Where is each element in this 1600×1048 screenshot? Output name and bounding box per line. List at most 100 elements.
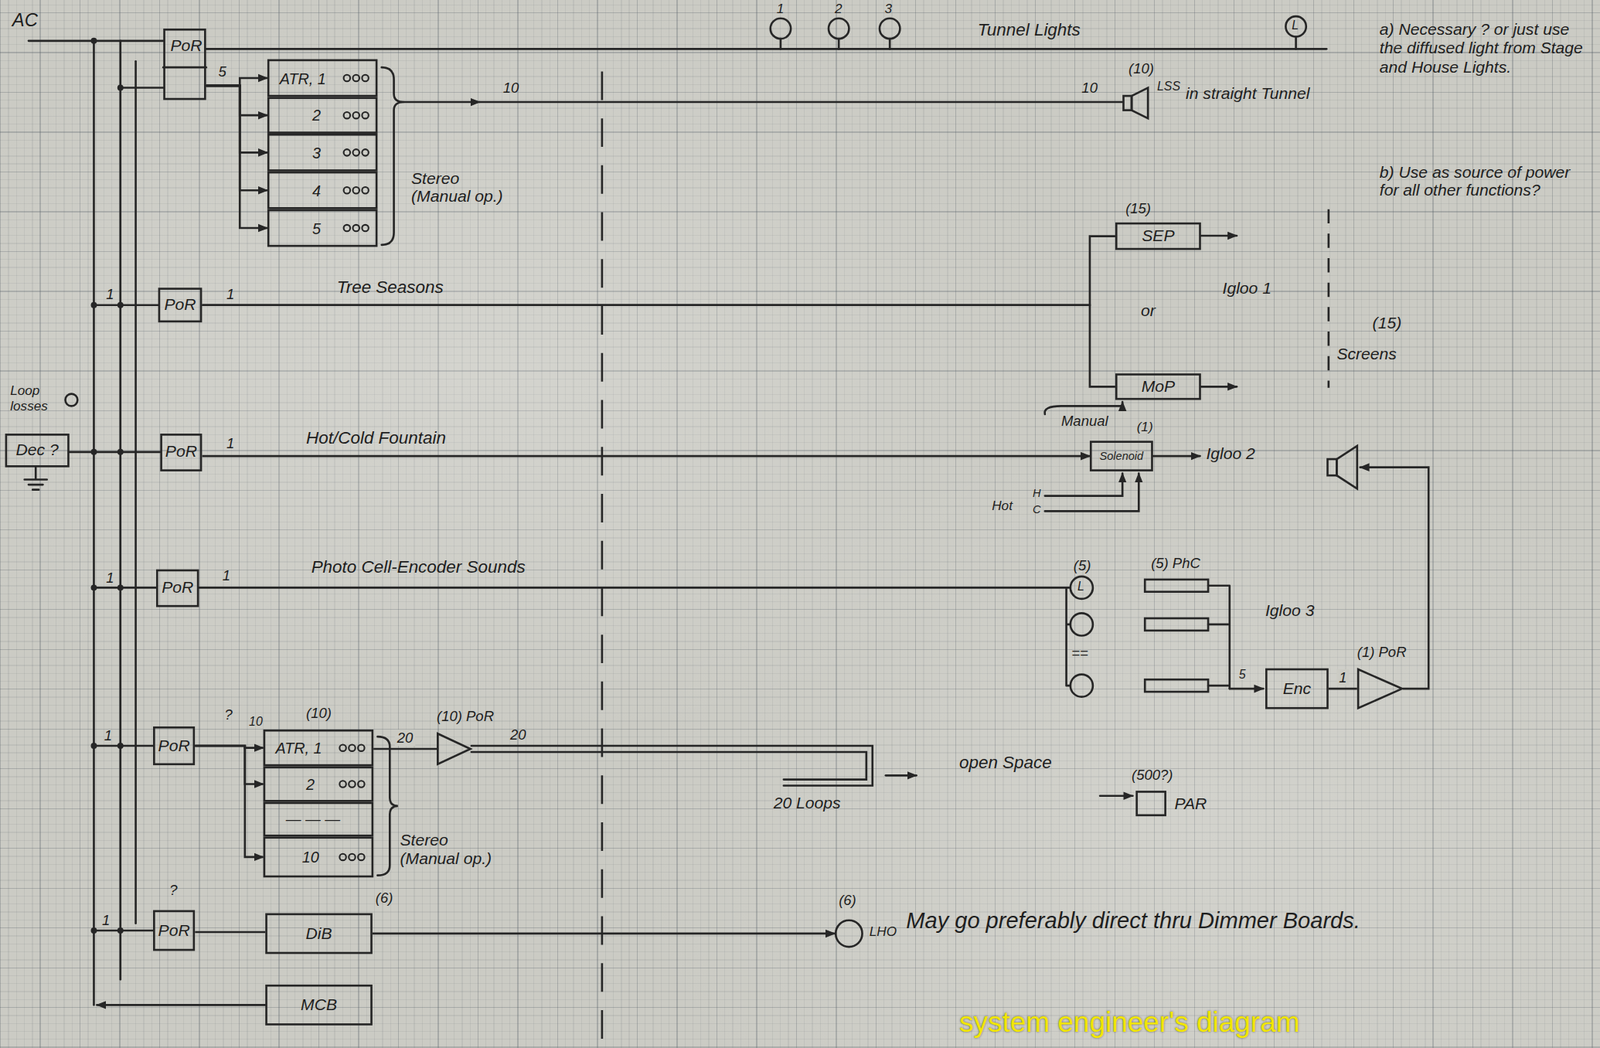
process-box: DiB xyxy=(265,913,373,955)
node-text: PoR xyxy=(165,442,198,462)
annotation-label: Hot/Cold Fountain xyxy=(306,428,446,449)
loudspeaker-node: (10)LSSin straight Tunnel xyxy=(1122,86,1149,120)
speaker-cone xyxy=(1131,88,1148,120)
annotation-label: ? xyxy=(224,706,232,723)
node-text: PAR xyxy=(1174,794,1207,814)
node-text: MCB xyxy=(300,995,338,1015)
speaker-symbol xyxy=(1327,445,1358,489)
node-text: (15) xyxy=(1125,200,1151,217)
process-box: Enc xyxy=(1265,668,1329,710)
annotation-label: Hot xyxy=(991,499,1013,515)
wire xyxy=(24,467,48,491)
node-text: ATR, 1 xyxy=(275,738,322,757)
connector xyxy=(373,748,437,751)
process-box: PoR xyxy=(158,287,203,323)
annotation-label: 1 xyxy=(102,912,110,929)
wire xyxy=(24,37,1430,1006)
wire xyxy=(1229,687,1264,691)
triangle-outline xyxy=(437,733,470,765)
node-text: PoR xyxy=(170,37,202,56)
annotation-label: or xyxy=(1140,302,1156,321)
annotation-label: (5) xyxy=(1073,557,1092,574)
annotation-label: 1 xyxy=(226,285,235,303)
annotation-label: C xyxy=(1032,503,1041,517)
control-knob xyxy=(357,854,365,861)
control-knob xyxy=(343,187,351,194)
unit-row-box: 10 xyxy=(263,837,375,879)
node-outline xyxy=(1122,86,1149,120)
unit-row-box: 2 xyxy=(267,96,378,134)
lamp-symbol xyxy=(64,16,1306,698)
junction-dot xyxy=(90,584,97,591)
node-outline xyxy=(269,98,381,137)
control-knob xyxy=(353,187,360,194)
control-knob xyxy=(339,744,346,751)
annotation-label: (5) PhC xyxy=(1150,554,1201,572)
process-box: PoR xyxy=(160,433,202,472)
annotation-label: (6) xyxy=(375,889,394,906)
triangle-outline xyxy=(1358,669,1403,709)
annotation-label: Screens xyxy=(1336,344,1396,364)
unit-row-box: (10)ATR, 1 xyxy=(263,729,375,767)
control-knob xyxy=(361,74,368,82)
node-text: 5 xyxy=(312,219,321,238)
photocell-symbol xyxy=(1144,579,1209,692)
caption-text: system engineer's diagram xyxy=(959,1006,1301,1039)
lamp-symbol xyxy=(879,18,900,39)
connector xyxy=(201,305,1116,388)
wire xyxy=(206,47,1328,51)
lamp-circle: (6)LHO xyxy=(834,918,864,950)
annotation-label: AC xyxy=(12,10,38,31)
connector xyxy=(206,85,268,191)
junction-dot xyxy=(117,584,124,591)
annotation-label: L xyxy=(1077,580,1085,595)
wire xyxy=(1045,473,1139,512)
node-outline xyxy=(265,838,376,880)
annotation-label: Loop losses xyxy=(10,383,67,414)
node-text: Enc xyxy=(1283,679,1311,698)
annotation-label: Igloo 1 xyxy=(1222,279,1272,299)
annotation-label: Stereo (Manual op.) xyxy=(411,169,514,208)
lamp-symbol xyxy=(1070,674,1093,698)
annotation-label: (15) xyxy=(1372,314,1403,334)
wire xyxy=(92,40,96,1006)
annotation-label: b) Use as source of power for all other … xyxy=(1379,163,1584,201)
control-knob xyxy=(353,112,360,119)
amplifier-triangle: (10) PoR xyxy=(436,732,472,766)
control-knob xyxy=(343,74,351,82)
node-text: in straight Tunnel xyxy=(1185,85,1310,104)
annotation-label: Manual xyxy=(1061,411,1109,429)
node-text: LSS xyxy=(1157,80,1181,95)
unit-row-box: 2 xyxy=(263,765,375,802)
control-knob xyxy=(361,149,368,156)
control-knob xyxy=(343,112,351,119)
process-box: PoR xyxy=(153,726,195,766)
wire xyxy=(134,61,137,924)
annotation-label: 10 xyxy=(503,79,520,96)
annotation-label: H xyxy=(1032,486,1041,501)
junction-dot xyxy=(117,927,124,934)
junction-dot xyxy=(90,302,97,309)
process-box: PoR xyxy=(163,28,206,100)
annotation-label: 1 xyxy=(105,285,114,303)
node-text: (500?) xyxy=(1131,765,1173,783)
unit-row-box: 3 xyxy=(267,133,378,172)
wire xyxy=(1201,385,1237,389)
wire xyxy=(1201,234,1237,238)
node-text: LHO xyxy=(869,924,897,940)
junction-dot xyxy=(117,302,124,309)
annotation-label: 20 xyxy=(510,726,527,743)
connector xyxy=(194,745,263,785)
node-text: PoR xyxy=(161,578,194,598)
node-text: (1) xyxy=(1137,420,1154,436)
annotation-label: 1 xyxy=(104,727,113,744)
edge-label: 1 xyxy=(1337,669,1350,686)
node-text: DiB xyxy=(306,924,333,943)
connector xyxy=(206,85,268,229)
node-text: 2 xyxy=(306,775,315,794)
wire xyxy=(885,774,917,777)
wire xyxy=(96,1004,266,1007)
annotation-label: 1 xyxy=(776,2,785,18)
junction-dot xyxy=(90,927,97,934)
